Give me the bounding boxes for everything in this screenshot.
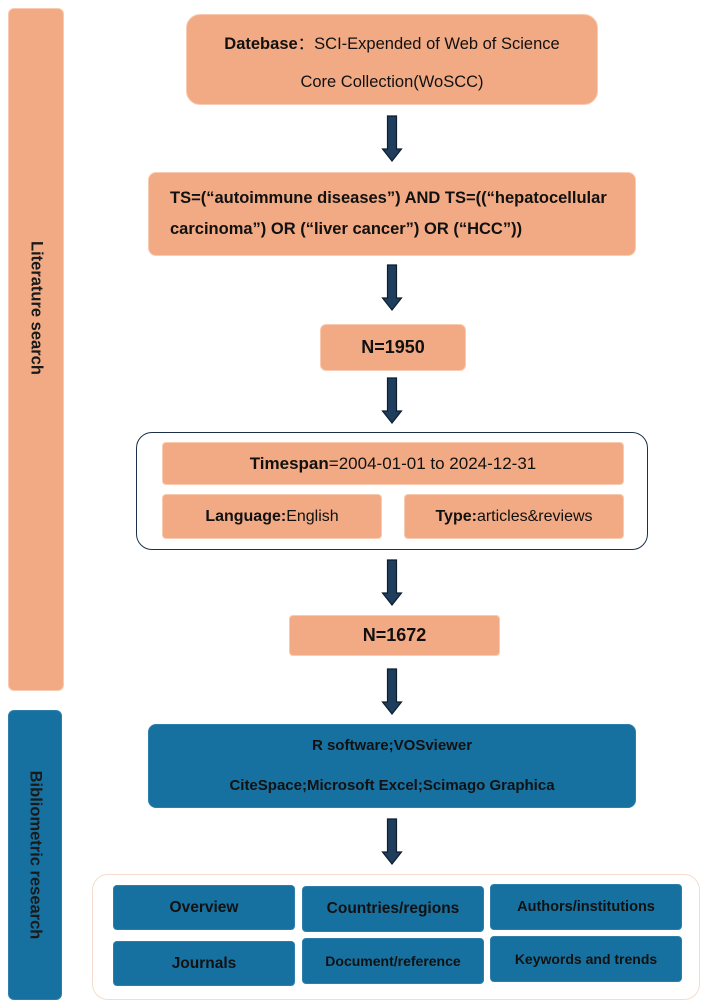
analysis-item: Authors/institutions [490, 884, 682, 930]
down-arrow-icon [381, 264, 403, 311]
database-line-1: Datebase：SCI-Expended of Web of Science [224, 25, 559, 63]
type-value: articles&reviews [476, 507, 593, 525]
initial-count: N=1950 [361, 337, 425, 357]
database-line-2: Core Collection(WoSCC) [300, 72, 484, 91]
analysis-item: Overview [113, 885, 295, 930]
analysis-item: Countries/regions [302, 886, 484, 932]
down-arrow-icon [381, 559, 403, 606]
timespan-filter-box: Timespan =2004-01-01 to 2024-12-31 [162, 442, 624, 485]
bibliometric-research-panel: Bibliometric research [8, 710, 62, 1000]
initial-count-box: N=1950 [320, 324, 466, 371]
analysis-item: Keywords and trends [490, 936, 682, 982]
language-label: Language: [205, 507, 287, 525]
literature-search-label: Literature search [27, 241, 46, 375]
timespan-label: Timespan [249, 453, 329, 473]
search-query-line-2: carcinoma”) OR (“liver cancer”) OR (“HCC… [170, 220, 523, 238]
down-arrow-icon [381, 377, 403, 424]
type-label: Type: [435, 507, 477, 525]
analysis-item: Journals [113, 941, 295, 986]
down-arrow-icon [381, 668, 403, 715]
down-arrow-icon [381, 818, 403, 865]
software-line-1: R software;VOSviewer [311, 737, 473, 754]
filter-criteria-frame: Timespan =2004-01-01 to 2024-12-31 Langu… [136, 432, 648, 550]
search-query-box: TS=(“autoimmune diseases”) AND TS=((“hep… [148, 172, 636, 256]
analysis-categories-frame: Overview Countries/regions Authors/insti… [92, 874, 700, 1000]
final-count: N=1672 [362, 625, 427, 645]
bibliometric-research-label: Bibliometric research [26, 770, 45, 940]
database-separator: ： [297, 34, 315, 53]
timespan-value: =2004-01-01 to 2024-12-31 [328, 453, 537, 473]
software-line-2: CiteSpace;Microsoft Excel;Scimago Graphi… [229, 777, 555, 794]
type-filter-box: Type: articles&reviews [404, 494, 624, 539]
software-tools-box: R software;VOSviewer CiteSpace;Microsoft… [148, 724, 636, 808]
analysis-item: Document/reference [302, 938, 484, 984]
search-query-line-1: TS=(“autoimmune diseases”) AND TS=((“hep… [170, 189, 607, 207]
database-box: Datebase：SCI-Expended of Web of Science … [186, 14, 598, 105]
language-filter-box: Language: English [162, 494, 382, 539]
database-label: Datebase [224, 34, 298, 53]
literature-search-panel: Literature search [8, 8, 64, 691]
final-count-box: N=1672 [289, 615, 500, 656]
down-arrow-icon [381, 115, 403, 162]
language-value: English [286, 507, 339, 525]
database-name: SCI-Expended of Web of Science [314, 34, 560, 53]
